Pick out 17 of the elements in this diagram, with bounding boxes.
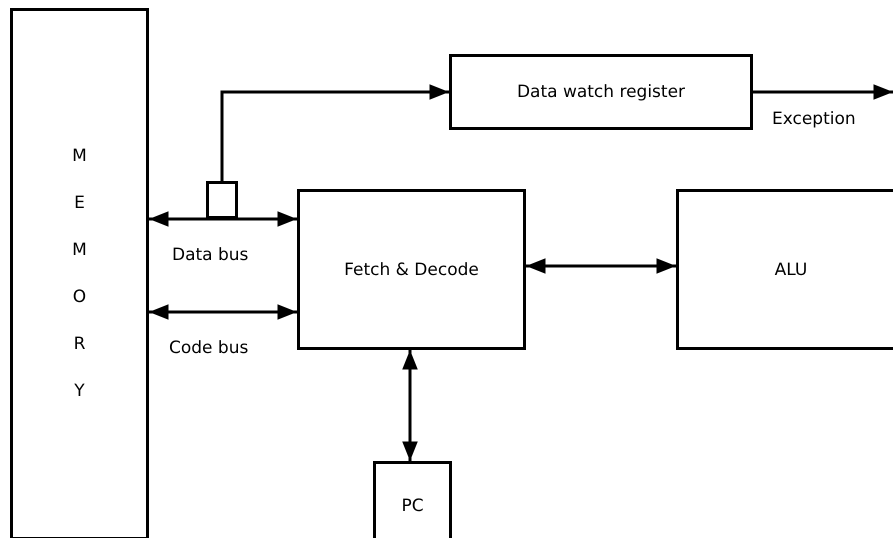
- tap-box: [206, 181, 238, 219]
- block-box: [373, 461, 452, 538]
- arrow: [220, 84, 449, 181]
- arrow: [149, 304, 297, 320]
- block-label: MEMORY: [71, 145, 88, 403]
- block-label: Fetch & Decode: [344, 260, 479, 280]
- arrow: [753, 84, 893, 100]
- arrow: [402, 350, 418, 461]
- block-box: [10, 8, 149, 538]
- arrow: [526, 258, 676, 274]
- block-box: [676, 189, 893, 350]
- block-label: Data watch register: [516, 82, 686, 102]
- block-label: PC: [401, 496, 424, 516]
- block-label: ALU: [774, 260, 808, 280]
- block-box: [449, 54, 753, 130]
- arrow: [149, 211, 297, 227]
- block-box: [297, 189, 526, 350]
